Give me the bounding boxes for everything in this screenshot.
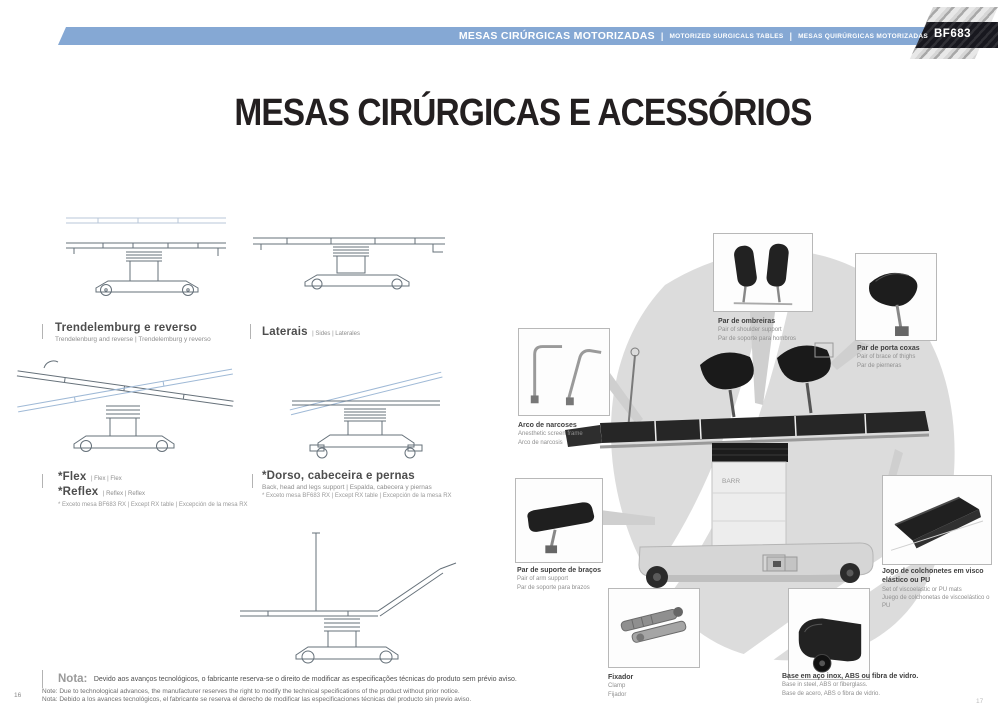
section-trendelemburg: Trendelemburg e reverso Trendelenburg an… [55,322,255,343]
section-subtitle: Back, head and legs support | Espalda, c… [262,484,432,491]
note-text-pt: Devido aos avanços tecnológicos, o fabri… [93,676,517,683]
accessory-name-es: Par de pierneras [857,362,902,369]
accessory-name-es: Fijador [608,691,627,698]
section-subtitle: Trendelenburg and reverse | Trendelembur… [55,336,211,343]
accessory-name-es: Par de soporte para brazos [517,584,590,591]
shoulder-support-label: Par de ombreiras Pair of shoulder suppor… [718,317,828,343]
callout-connectors [600,312,903,525]
header-text-es: MESAS QUIRÚRGICAS MOTORIZADAS [798,32,928,40]
shoulder-support-illustration [733,243,793,306]
section-title: *Flex [58,471,87,483]
lateral-tilt-drawing [289,371,443,459]
section-divider [252,474,253,488]
accessory-name-en: Anesthetic screen frame [518,431,583,438]
accessory-name-es: Arco de narcosis [518,439,563,446]
accessory-name-pt: Par de ombreiras [718,318,776,325]
note-text-en: Note: Due to technological advances, the… [42,688,460,695]
section-footnote: * Exceto mesa BF683 RX | Except RX table… [262,493,452,499]
accessory-name-es: Juego de colchonetas de viscoelástico o … [882,594,990,610]
section-laterais: Laterais | Sides | Laterales [262,322,462,340]
model-code: BF683 [934,28,972,40]
base-illustration [798,618,862,673]
base-label: Base em aço inox, ABS ou fibra de vidro.… [782,672,947,698]
section-footnote: * Exceto mesa BF683 RX | Except RX table… [58,502,248,508]
elevation-drawing [66,217,226,296]
accessory-name-en: Pair of shoulder support [718,327,782,334]
accessory-name-es: Par de soporte para hombros [718,335,797,342]
mattress-set-label: Jogo de colchonetes em visco elástico ou… [882,567,994,610]
accessory-name-pt: Jogo de colchonetes em visco elástico ou… [882,568,984,585]
section-subtitle: | Flex | Flex [90,476,122,482]
anesthetic-frame-label: Arco de narcoses Anesthetic screen frame… [518,421,628,447]
accessory-name-en: Set of viscoelastic or PU mats [882,586,962,593]
note-label: Nota: [58,673,88,685]
anesthetic-frame-photo [518,328,610,416]
callout-rect [814,342,834,358]
accessory-name-en: Pair of arm support [517,576,569,583]
accessory-name-pt: Arco de narcoses [518,422,577,429]
accessory-name-pt: Par de suporte de braços [517,567,602,574]
flat-side-drawing [253,237,445,290]
accessory-name-pt: Par de porta coxas [857,345,920,352]
section-divider [42,474,43,488]
section-subtitle: | Sides | Laterales [312,331,360,337]
accessory-name-pt: Fixador [608,674,634,681]
section-title: Trendelemburg e reverso [55,322,198,334]
mattress-set-photo [882,475,992,565]
section-title: *Dorso, cabeceira e pernas [262,470,415,482]
page-number-right: 17 [976,698,984,705]
header-product-line: MESAS CIRÚRGICAS MOTORIZADAS | MOTORIZED… [330,27,928,45]
header-separator: | [660,31,664,41]
header-separator: | [789,31,793,41]
surgical-table-photo: BARR [565,342,930,588]
section-divider [42,670,43,688]
mattress-set-illustration [890,496,984,551]
section-title: Laterais [262,326,308,338]
section-divider [250,324,251,339]
thigh-holder-photo [855,253,937,341]
header-text-pt: MESAS CIRÚRGICAS MOTORIZADAS [458,30,655,42]
clamp-photo [608,588,700,668]
back-head-legs-drawing [240,532,457,664]
section-divider [42,324,43,339]
anesthetic-frame-illustration [530,345,602,406]
shoulder-support-photo [713,233,813,312]
arm-support-photo [515,478,603,563]
section-title: *Reflex [58,486,99,498]
clamp-label: Fixador Clamp Fijador [608,673,698,699]
note-text-es: Nota: Debido a los avances tecnológicos,… [42,696,472,704]
section-subtitle: | Reflex | Reflex [102,491,145,497]
thigh-holder-illustration [869,272,918,337]
section-dorso: *Dorso, cabeceira e pernas Back, head an… [262,470,482,499]
section-flex-reflex: *Flex | Flex | Flex *Reflex | Reflex | R… [58,470,268,508]
arm-support-illustration [527,502,595,554]
page-number-left: 16 [14,692,22,699]
base-photo [788,588,870,680]
accessory-name-es: Base de acero, ABS o fibra de vidrio. [782,690,881,697]
callout-rect [762,554,786,572]
arm-support-label: Par de suporte de braços Pair of arm sup… [517,566,632,592]
clamp-illustration [620,607,687,643]
header-text-en: MOTORIZED SURGICALS TABLES [669,32,784,40]
trendelenburg-drawing [16,360,234,452]
thigh-holder-label: Par de porta coxas Pair of brace of thig… [857,344,957,370]
accessory-name-pt: Base em aço inox, ABS ou fibra de vidro. [782,673,919,680]
table-brand: BARR [722,478,740,485]
footer-note: Nota: Devido aos avanços tecnológicos, o… [42,668,958,705]
accessory-name-en: Pair of brace of thighs [857,354,916,361]
page-title: MESAS CIRÚRGICAS E ACESSÓRIOS [234,92,812,134]
accessory-name-en: Base in steel, ABS or fiberglass. [782,682,868,689]
accessory-name-en: Clamp [608,683,626,690]
